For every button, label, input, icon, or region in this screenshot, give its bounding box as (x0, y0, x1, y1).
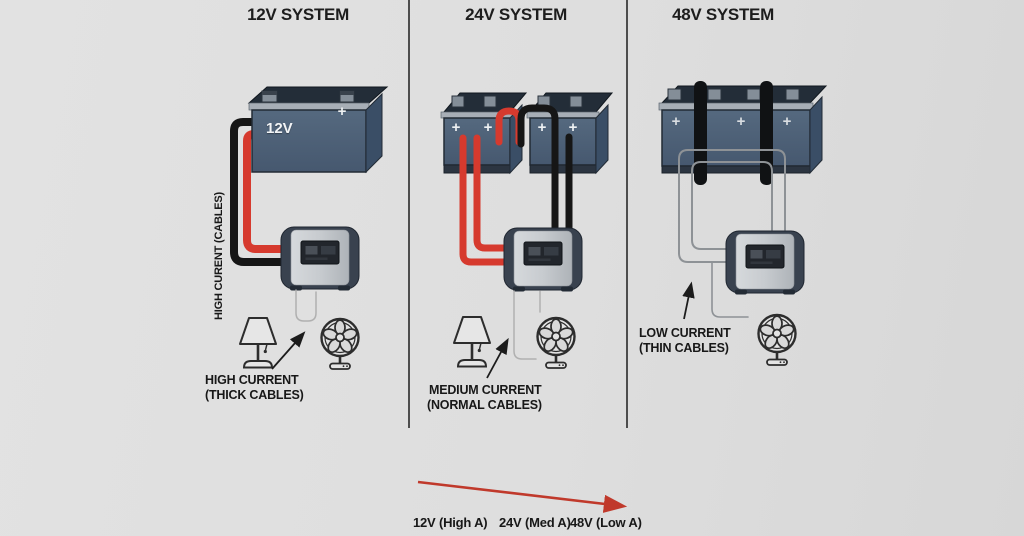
battery-strap (694, 81, 707, 185)
plus-terminal-mark: + (736, 113, 746, 130)
fan-icon-24v (536, 316, 576, 370)
output-wire-12v (295, 289, 317, 322)
cable-red-24v-1 (459, 134, 516, 266)
legend-48v-low-a: 48V (Low A) (570, 515, 642, 530)
battery-terminal (667, 88, 682, 101)
plus-terminal-mark: + (568, 119, 578, 136)
legend-12v-high-a: 12V (High A) (413, 515, 488, 530)
lamp-icon-24v (452, 315, 492, 368)
title-12v-system: 12V SYSTEM (247, 5, 349, 24)
thin-wire-48v-load (711, 261, 749, 318)
column-dividers (408, 0, 628, 428)
thin-wire-48v-2 (691, 161, 773, 250)
battery-24v-2 (526, 92, 614, 175)
fan-icon-12v (320, 317, 360, 371)
inverter-48v (725, 230, 805, 295)
thin-wire-48v-1 (678, 149, 786, 263)
fan-icon-48v (757, 313, 797, 367)
battery-terminal (785, 88, 800, 101)
trend-arrow (417, 480, 628, 513)
cable-black-24v-1 (517, 104, 559, 234)
plus-terminal-mark: + (537, 119, 547, 136)
battery-terminal (483, 95, 497, 108)
plus-terminal-mark: + (337, 103, 347, 120)
title-48v-system: 48V SYSTEM (672, 5, 774, 24)
battery-bank-48v (658, 81, 828, 185)
cable-black-12v (230, 118, 294, 266)
plus-terminal-mark: + (671, 113, 681, 130)
inverter-12v (280, 226, 360, 291)
output-wires (295, 289, 541, 360)
medium-current-cables-24v (459, 104, 573, 266)
plus-terminal-mark: + (451, 119, 461, 136)
battery-12v (247, 86, 389, 174)
label-medium-current-line1: MEDIUM CURRENT (429, 383, 542, 397)
battery-terminal (451, 95, 465, 108)
label-high-current-line2: (THICK CABLES) (205, 388, 304, 402)
output-wire-24v (513, 290, 537, 360)
high-current-cables-12v (230, 118, 294, 266)
cable-red-12v (243, 130, 294, 253)
label-low-current-line2: (THIN CABLES) (639, 341, 729, 355)
pointer-arrow-48v (682, 281, 695, 320)
low-current-cables-48v (678, 149, 786, 318)
battery-terminal (569, 95, 583, 108)
plus-terminal-mark: + (483, 119, 493, 136)
battery-terminal (746, 88, 761, 101)
pointer-arrow-12v (271, 331, 306, 370)
label-high-current-line1: HIGH CURRENT (205, 373, 299, 387)
inverter-24v (503, 227, 583, 292)
pointer-arrows (271, 281, 695, 379)
battery-strap (760, 81, 773, 185)
vertical-label-high-current: HIGH CURENT (CABLES) (213, 192, 225, 320)
pointer-arrow-24v (486, 337, 509, 379)
title-24v-system: 24V SYSTEM (465, 5, 567, 24)
lamp-icon-12v (238, 316, 278, 369)
legend-24v-med-a: 24V (Med A) (499, 515, 571, 530)
battery-terminal (707, 88, 722, 101)
cable-red-24v-2 (473, 134, 516, 252)
label-low-current-line1: LOW CURRENT (639, 326, 731, 340)
battery-12v-label: 12V (266, 120, 293, 137)
plus-terminal-mark: + (782, 113, 792, 130)
label-medium-current-line2: (NORMAL CABLES) (427, 398, 542, 412)
